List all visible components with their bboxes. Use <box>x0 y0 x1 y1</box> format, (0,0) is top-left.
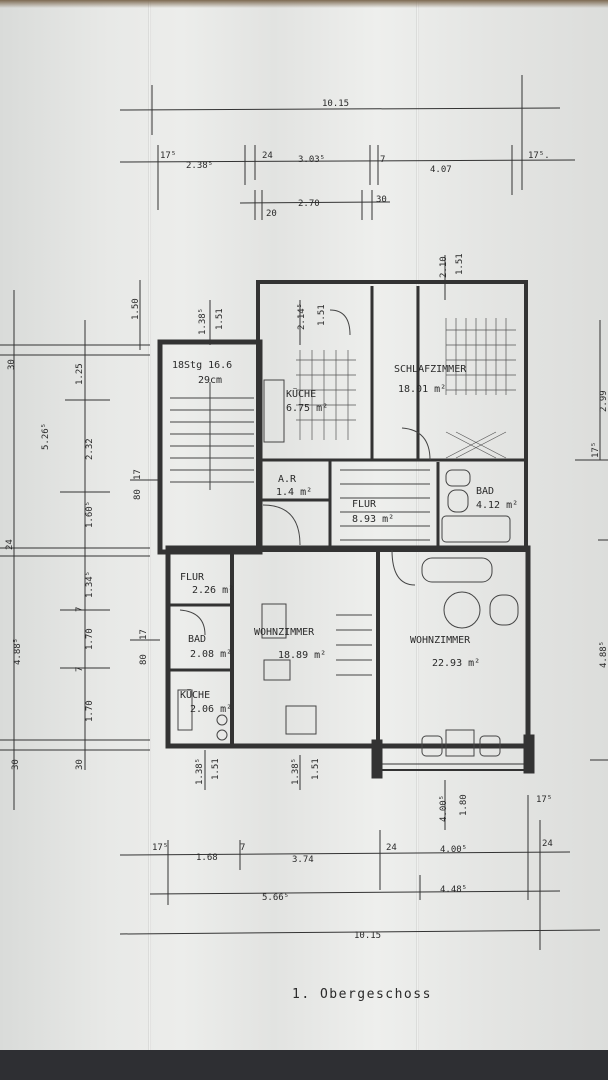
dim-left-80-bot: 80 <box>139 654 149 665</box>
dim-upper-151c: 1.51 <box>455 253 465 275</box>
paper-fold <box>148 0 151 1080</box>
room-kueche-area: 6.75 m² <box>286 403 328 414</box>
dim-bottom-4005b: 4.00⁵ <box>440 845 467 855</box>
dim-tick-30: 30 <box>376 195 387 205</box>
dim-bottom-168: 1.68 <box>196 853 218 863</box>
room-flur2-area: 2.26 m² <box>192 585 234 596</box>
room-ar-area: 1.4 m² <box>276 487 312 498</box>
dim-bottom-5665: 5.66⁵ <box>262 893 289 903</box>
room-kueche2-area: 2.06 m² <box>190 704 232 715</box>
table-edge-bottom <box>0 1050 608 1080</box>
dim-bottom-overall: 10.15 <box>354 931 381 941</box>
dim-left-7b: 7 <box>75 667 85 672</box>
dim-left-30b: 30 <box>11 759 21 770</box>
room-wohn1-area: 18.89 m² <box>278 650 326 661</box>
room-ar-name: A.R <box>278 474 297 485</box>
dim-tick-24: 24 <box>262 151 273 161</box>
dim-seg-mid: 3.03⁵ <box>298 155 325 165</box>
dim-left-170b: 1.70 <box>85 700 95 722</box>
dim-bottom-175b: 17⁵ <box>152 843 168 853</box>
dim-bottom-151a: 1.51 <box>211 758 221 780</box>
dim-upper-210: 2.10 <box>439 256 449 278</box>
dim-left-lower-total: 4.88⁵ <box>13 638 23 665</box>
plan-title: 1. Obergeschoss <box>292 987 432 1002</box>
dim-upper-2145: 2.14⁵ <box>297 303 307 330</box>
dim-bottom-1385b: 1.38⁵ <box>291 758 301 785</box>
dim-left-150: 1.50 <box>131 298 141 320</box>
dim-bottom-24b: 24 <box>542 839 553 849</box>
right-dimensions: 2.99 17⁵ 4.88⁵ <box>591 390 608 668</box>
dim-bottom-1385a: 1.38⁵ <box>195 758 205 785</box>
dim-left-17: 17 <box>133 469 143 480</box>
dim-tick-right: 17⁵. <box>528 151 550 161</box>
dim-bottom-24: 24 <box>386 843 397 853</box>
room-kueche2-name: KÜCHE <box>180 688 210 701</box>
room-bad2-area: 2.08 m² <box>190 649 232 660</box>
dim-bottom-374: 3.74 <box>292 855 314 865</box>
room-flur2-name: FLUR <box>180 572 205 583</box>
upper-dimensions: 1.38⁵ 1.51 2.14⁵ 1.51 2.10 1.51 <box>198 253 465 335</box>
room-wohn2-name: WOHNZIMMER <box>410 635 471 646</box>
dim-right-175: 17⁵ <box>591 442 601 458</box>
dim-left-30c: 30 <box>75 759 85 770</box>
dim-bottom-4485: 4.48⁵ <box>440 885 467 895</box>
room-wohn1-name: WOHNZIMMER <box>254 627 315 638</box>
dim-left-7a: 7 <box>75 607 85 612</box>
dim-seg-right: 4.07 <box>430 165 452 175</box>
dim-seg-left: 2.38⁵ <box>186 161 213 171</box>
table-edge <box>0 0 608 8</box>
bottom-dimensions: 1.38⁵ 1.51 1.38⁵ 1.51 4.00⁵ 1.80 17⁵ 17⁵… <box>152 758 553 941</box>
dim-right-4885: 4.88⁵ <box>599 641 608 668</box>
dim-left-24: 24 <box>5 539 15 550</box>
dim-left-80-top: 80 <box>133 489 143 500</box>
room-wohn2-area: 22.93 m² <box>432 658 480 669</box>
stair-label: 18Stg 16.6 <box>172 360 232 371</box>
dim-right-299: 2.99 <box>599 390 608 412</box>
left-dimensions: 5.26⁵ 4.88⁵ 1.25 2.32 1.60⁵ 1.34⁵ 1.70 1… <box>5 298 149 770</box>
dim-opening: 2.70 <box>298 199 320 209</box>
room-schlaf-area: 18.01 m² <box>398 384 446 395</box>
room-bad2-name: BAD <box>188 634 206 645</box>
dim-bottom-4005: 4.00⁵ <box>439 795 449 822</box>
top-dimensions: 10.15 2.38⁵ 3.03⁵ 4.07 17⁵ 24 7 17⁵. 2.7… <box>160 99 550 219</box>
dim-tick-left: 17⁵ <box>160 151 176 161</box>
dim-left-1605: 1.60⁵ <box>85 501 95 528</box>
dim-left-30a: 30 <box>7 359 17 370</box>
room-bad-name: BAD <box>476 486 494 497</box>
dim-overall-top: 10.15 <box>322 99 349 109</box>
dim-bottom-175: 17⁵ <box>536 795 552 805</box>
dim-left-17b: 17 <box>139 629 149 640</box>
dim-left-232: 2.32 <box>85 438 95 460</box>
dim-left-1345: 1.34⁵ <box>85 571 95 598</box>
tile-hatching <box>296 318 516 459</box>
dim-bottom-151b: 1.51 <box>311 758 321 780</box>
room-labels: 18Stg 16.6 29cm KÜCHE 6.75 m² SCHLAFZIMM… <box>172 360 518 715</box>
room-kueche-name: KÜCHE <box>286 387 316 400</box>
room-schlaf-name: SCHLAFZIMMER <box>394 364 467 375</box>
dim-upper-151b: 1.51 <box>317 304 327 326</box>
dim-tick-7: 7 <box>380 155 385 165</box>
dim-left-total: 5.26⁵ <box>41 423 51 450</box>
stair-label-2: 29cm <box>198 375 222 386</box>
building-walls <box>157 280 535 779</box>
dim-bottom-180: 1.80 <box>459 794 469 816</box>
dim-tick-20: 20 <box>266 209 277 219</box>
staircase <box>170 382 430 676</box>
dimension-lines <box>0 75 608 950</box>
dim-left-125: 1.25 <box>75 363 85 385</box>
room-flur-area: 8.93 m² <box>352 514 394 525</box>
dim-upper-1385: 1.38⁵ <box>198 308 208 335</box>
dim-bottom-7: 7 <box>240 843 245 853</box>
room-flur-name: FLUR <box>352 499 377 510</box>
dim-left-170a: 1.70 <box>85 628 95 650</box>
furniture <box>177 309 519 757</box>
dim-upper-151: 1.51 <box>215 308 225 330</box>
room-bad-area: 4.12 m² <box>476 500 518 511</box>
